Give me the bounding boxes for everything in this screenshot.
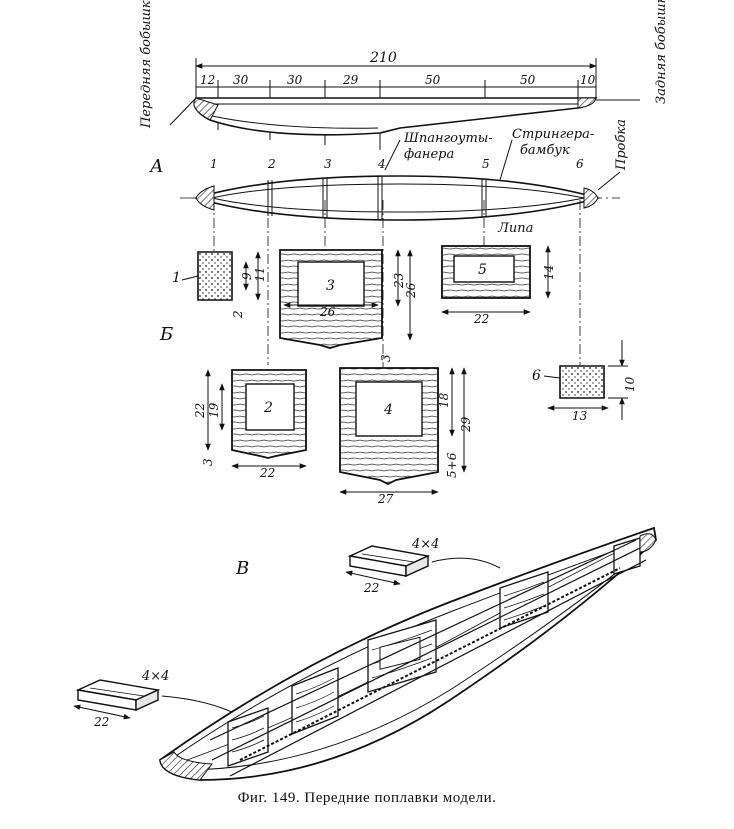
rear-boss-label: Задняя бобышка [654, 0, 669, 104]
s2-d22h: 22 [193, 403, 207, 419]
s3-d26w: 26 [319, 305, 336, 319]
dim-seg-7: 10 [580, 73, 596, 87]
s3-d26h: 26 [404, 282, 418, 299]
dim-seg-6: 50 [520, 73, 536, 87]
dim-seg-3: 30 [287, 73, 303, 87]
block-left-size: 4×4 [141, 669, 169, 684]
frame-num-1: 1 [210, 157, 218, 171]
section-1: 1 9 11 2 [172, 251, 267, 319]
section-6-label: 6 [532, 368, 541, 384]
s1-d9: 9 [240, 272, 254, 280]
figure-caption: Фиг. 149. Передние поплавки модели. [237, 790, 497, 806]
s2-d22w: 22 [259, 466, 275, 480]
dim-seg-2: 30 [233, 73, 249, 87]
dim-seg-4: 29 [342, 73, 359, 87]
cork-label: Пробка [614, 119, 629, 171]
s4-d18: 18 [437, 392, 451, 408]
section-6: 6 10 13 [532, 340, 637, 423]
dim-seg-5: 50 [425, 73, 441, 87]
section-3-label: 3 [326, 278, 335, 294]
section-letter-b: Б [159, 324, 173, 345]
linden-label: Липа [497, 221, 533, 236]
dim-total: 210 [369, 50, 397, 66]
s4-d27: 27 [377, 492, 394, 506]
frame-num-5: 5 [482, 157, 490, 171]
section-4: 4 18 29 5+6 27 [339, 367, 473, 506]
section-2: 2 22 19 3 22 [193, 369, 307, 480]
s5-d22: 22 [473, 312, 489, 326]
block-top: 4×4 22 [345, 537, 501, 595]
s2-d3: 3 [201, 458, 215, 466]
s2-d19: 19 [207, 402, 221, 418]
s4-d29: 29 [459, 416, 473, 433]
s3-d3: 3 [379, 354, 393, 362]
block-top-len: 22 [363, 581, 379, 595]
frame-num-6: 6 [576, 157, 584, 171]
block-left-len: 22 [93, 715, 109, 729]
section-3: 3 26 23 26 3 [279, 249, 418, 362]
plan-view: А 1 2 3 4 5 6 Липа [148, 156, 620, 370]
isometric-view: В 4×4 22 4×4 22 [73, 526, 657, 781]
block-left: 4×4 22 [73, 669, 241, 729]
frame-num-3: 3 [324, 157, 332, 171]
s1-d2: 2 [231, 310, 245, 319]
sections: Б 1 9 11 2 3 26 23 26 3 [159, 245, 637, 506]
front-boss-label: Передняя бобышка [139, 0, 154, 129]
section-2-label: 2 [263, 400, 273, 416]
side-view: Передняя бобышка Задняя бобышка 210 12 3… [139, 0, 669, 191]
block-top-size: 4×4 [411, 537, 439, 552]
s6-d10: 10 [623, 376, 637, 392]
stringers-label-2: бамбук [520, 143, 570, 158]
section-1-label: 1 [172, 270, 181, 286]
dim-seg-1: 12 [200, 73, 215, 87]
s6-d13: 13 [572, 409, 588, 423]
section-letter-v: В [235, 558, 249, 579]
section-5: 5 14 22 [441, 245, 556, 326]
s3-d23: 23 [392, 272, 406, 289]
section-5-label: 5 [478, 262, 487, 278]
section-letter-a: А [148, 156, 164, 177]
s1-d11: 11 [253, 267, 267, 282]
frames-label-2: фанера [404, 147, 454, 162]
frame-num-2: 2 [267, 157, 276, 171]
stringers-label-1: Стрингера- [512, 127, 594, 142]
frames-label-1: Шпангоуты- [403, 131, 493, 146]
s5-d14: 14 [542, 265, 556, 280]
s4-d5p6: 5+6 [445, 452, 459, 478]
section-4-label: 4 [383, 402, 393, 418]
frame-num-4: 4 [377, 157, 386, 171]
